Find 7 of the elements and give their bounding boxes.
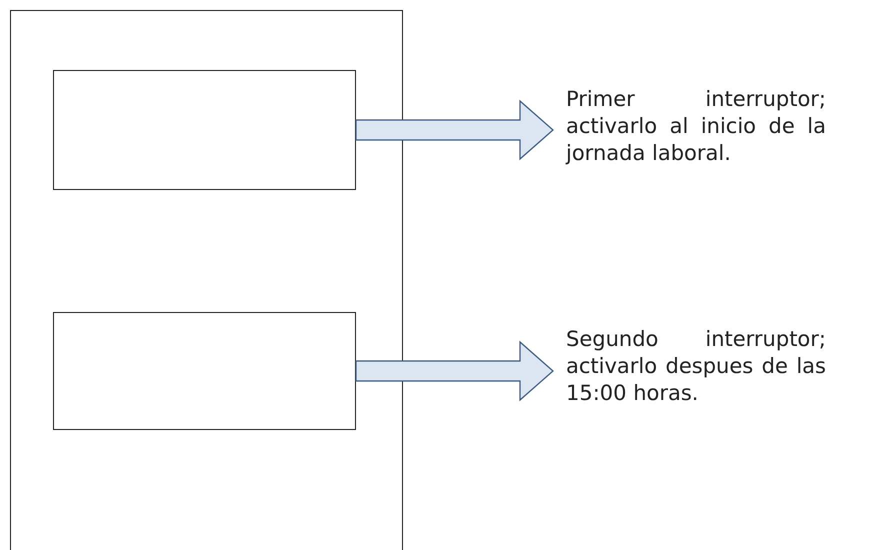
panel-outline xyxy=(10,10,403,550)
block-arrow xyxy=(355,340,554,402)
block-arrow xyxy=(355,100,554,160)
note-text: Primer interruptor; activarlo al inicio de la jornada laboral. xyxy=(566,86,826,167)
inner-rectangle xyxy=(53,312,356,430)
inner-rectangle xyxy=(53,70,356,190)
note-text: Segundo interruptor; activarlo despues de las 15:00 horas. xyxy=(566,326,826,407)
